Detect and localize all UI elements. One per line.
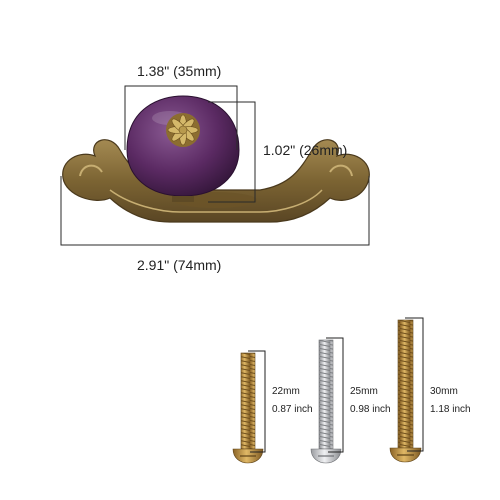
knob-dimension-lines	[60, 85, 370, 246]
rosette-icon	[166, 113, 200, 147]
ceramic-knob	[126, 95, 240, 202]
knob-width-label: 1.38" (35mm)	[137, 63, 222, 79]
screw-1-dimension-line	[248, 350, 266, 453]
screw-2-inch-label: 0.98 inch	[350, 404, 391, 415]
knob-height-line	[208, 101, 256, 203]
screw-2-dimension-line	[326, 337, 344, 453]
screw-2	[310, 337, 344, 464]
backplate-width-label: 2.91" (74mm)	[137, 257, 222, 273]
knob-height-label: 1.02" (26mm)	[263, 142, 348, 158]
screw-1-mm-label: 22mm	[272, 386, 300, 397]
screw-3-dimension-line	[405, 317, 424, 452]
screw-1-inch-label: 0.87 inch	[272, 404, 313, 415]
screw-3-mm-label: 30mm	[430, 386, 458, 397]
backplate-width-line	[60, 176, 370, 246]
screw-3-inch-label: 1.18 inch	[430, 404, 471, 415]
screw-1	[232, 350, 266, 464]
screw-2-mm-label: 25mm	[350, 386, 378, 397]
screw-3	[389, 317, 424, 463]
knob-width-line	[124, 85, 238, 150]
